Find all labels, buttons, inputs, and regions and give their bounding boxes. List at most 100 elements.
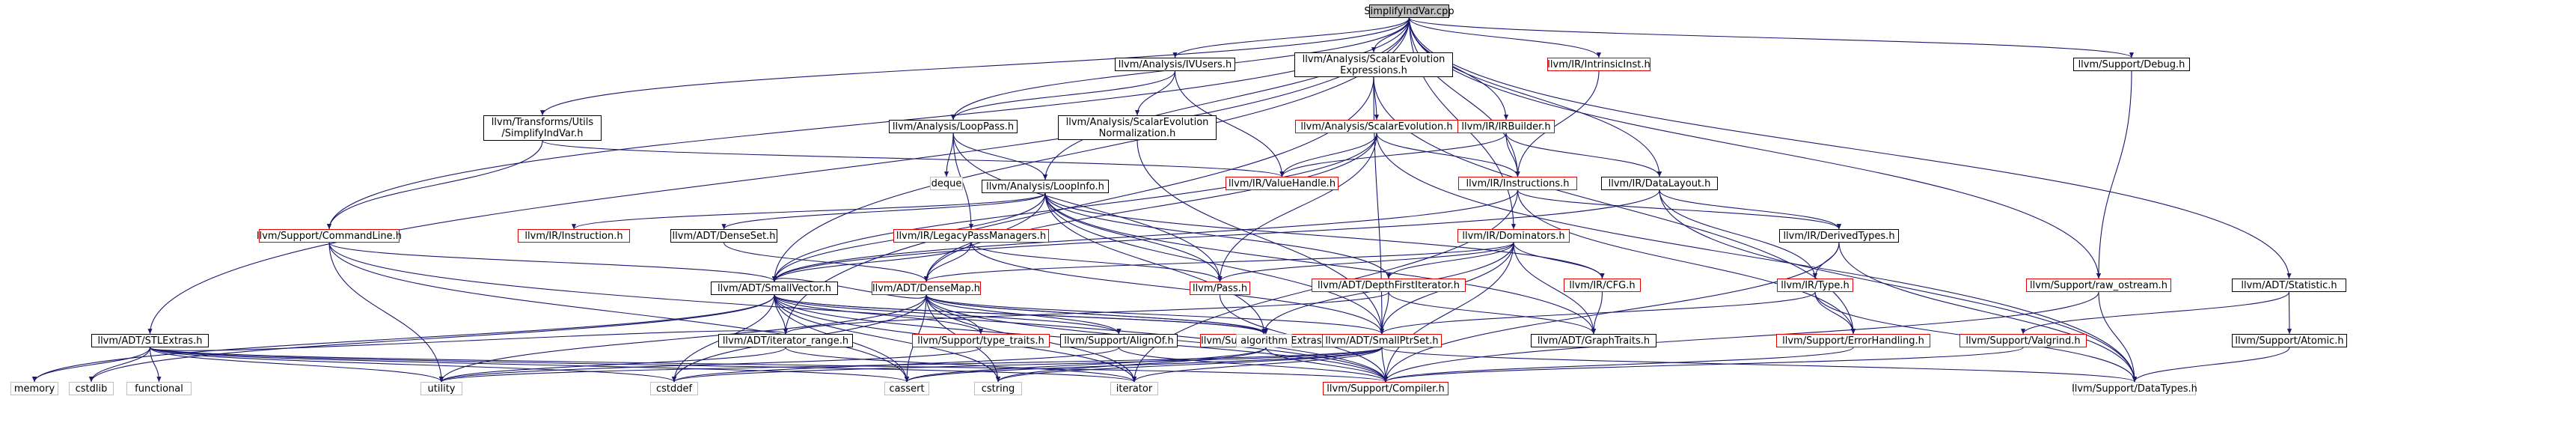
edge-iteratorrange-to-utility	[439, 347, 786, 383]
edge-ivusers-to-looppass	[950, 70, 1176, 121]
edge-loopinfo-to-graphtraits	[1044, 192, 1597, 335]
edge-smallptrset-to-utility	[439, 347, 1383, 383]
node-atomic[interactable]: llvm/Support/Atomic.h	[2232, 334, 2347, 347]
node-datatypes[interactable]: llvm/Support/DataTypes.h	[2072, 382, 2197, 395]
edge-stlextras-to-utility	[149, 347, 444, 383]
edge-loopinfo-to-pass	[1044, 192, 1223, 282]
edge-irbuilder-to-instructions	[1505, 133, 1520, 177]
edge-loopinfo-to-smallptrset	[1044, 192, 1385, 335]
edge-stlextras-to-memory	[31, 347, 151, 383]
node-errorhandling[interactable]: llvm/Support/ErrorHandling.h	[1776, 334, 1930, 347]
node-smallptrset[interactable]: llvm/ADT/SmallPtrSet.h	[1322, 334, 1442, 347]
node-type[interactable]: llvm/IR/Type.h	[1777, 279, 1853, 292]
node-looppass[interactable]: llvm/Analysis/LoopPass.h	[889, 120, 1018, 133]
edge-typetraits-to-utility	[439, 347, 982, 383]
edge-type-to-smallptrset	[1380, 291, 1816, 335]
node-densemap[interactable]: llvm/ADT/DenseMap.h	[872, 282, 981, 295]
node-ivusers[interactable]: llvm/Analysis/IVUsers.h	[1115, 58, 1235, 71]
edge-datalayout-to-type	[1659, 189, 1818, 279]
node-derivedtypes[interactable]: llvm/IR/DerivedTypes.h	[1779, 229, 1899, 243]
edge-irbuilder-to-datalayout	[1505, 133, 1662, 177]
node-compiler[interactable]: llvm/Support/Compiler.h	[1323, 382, 1448, 395]
edge-simplifyindvarh-to-valuehandle	[542, 140, 1285, 177]
edge-intrinsicinst-to-instructions	[1515, 70, 1600, 177]
node-denseset[interactable]: llvm/ADT/DenseSet.h	[670, 229, 777, 243]
edge-legacypm-to-pass	[970, 242, 1223, 282]
node-scevnorm[interactable]: llvm/Analysis/ScalarEvolution Normalizat…	[1058, 115, 1217, 140]
node-cstring[interactable]: cstring	[974, 382, 1022, 395]
edge-smallptrset-to-cstring	[996, 347, 1383, 383]
edge-densemap-to-alignof	[926, 294, 1122, 335]
node-memory[interactable]: memory	[10, 382, 58, 395]
node-cassert[interactable]: cassert	[884, 382, 929, 395]
node-cstddef[interactable]: cstddef	[650, 382, 698, 395]
edge-root-to-datalayout	[1408, 17, 1662, 177]
node-rawostream[interactable]: llvm/Support/raw_ostream.h	[2026, 279, 2171, 292]
node-scev[interactable]: llvm/Analysis/ScalarEvolution.h	[1295, 120, 1458, 133]
node-datalayout[interactable]: llvm/IR/DataLayout.h	[1601, 177, 1718, 190]
edge-densemap-to-utility	[438, 294, 927, 383]
node-scevexp[interactable]: llvm/Analysis/ScalarEvolution Expression…	[1294, 52, 1453, 77]
node-legacypm[interactable]: llvm/IR/LegacyPassManagers.h	[893, 229, 1049, 243]
edge-densemap-to-typetraits	[926, 294, 984, 335]
node-functional[interactable]: functional	[126, 382, 192, 395]
edge-root-to-intrinsicinst	[1408, 17, 1602, 58]
edge-dfiterator-to-graphtraits	[1388, 291, 1597, 335]
node-iterator[interactable]: iterator	[1110, 382, 1158, 395]
node-typetraits[interactable]: llvm/Support/type_traits.h	[912, 334, 1050, 347]
node-supportdebug[interactable]: llvm/Support/Debug.h	[2073, 58, 2190, 71]
node-valgrind[interactable]: llvm/Support/Valgrind.h	[1959, 334, 2087, 347]
node-commandline[interactable]: llvm/Support/CommandLine.h	[257, 229, 403, 243]
node-loopinfo[interactable]: llvm/Analysis/LoopInfo.h	[982, 180, 1109, 193]
edge-instructions-to-smallvector	[772, 189, 1519, 282]
edge-legacypm-to-smallptrset	[970, 242, 1385, 335]
node-instructions[interactable]: llvm/IR/Instructions.h	[1458, 177, 1577, 190]
node-deque[interactable]: deque	[930, 177, 963, 190]
edge-looppass-to-loopinfo	[952, 133, 1048, 180]
edge-loopinfo-to-denseset	[721, 192, 1046, 230]
node-cfg[interactable]: llvm/IR/CFG.h	[1564, 279, 1641, 292]
node-dominators[interactable]: llvm/IR/Dominators.h	[1457, 229, 1570, 243]
node-graphtraits[interactable]: llvm/ADT/GraphTraits.h	[1531, 334, 1656, 347]
node-pass[interactable]: llvm/Pass.h	[1190, 282, 1250, 295]
edge-commandline-to-utility	[328, 242, 444, 383]
edge-iteratorrange-to-iterator	[785, 347, 1136, 383]
node-alignof[interactable]: llvm/Support/AlignOf.h	[1060, 334, 1178, 347]
edge-scev-to-valuehandle	[1279, 133, 1377, 177]
edge-smallptrset-to-cassert	[905, 347, 1383, 383]
node-smallvector[interactable]: llvm/ADT/SmallVector.h	[711, 282, 838, 295]
node-stlextras[interactable]: llvm/ADT/STLExtras.h	[91, 334, 209, 347]
edge-supportdebug-to-rawostream	[2096, 70, 2132, 279]
edge-dominators-to-pass	[1217, 242, 1514, 282]
node-valuehandle[interactable]: llvm/IR/ValueHandle.h	[1226, 177, 1339, 190]
edge-dfiterator-to-iteratorrange	[783, 291, 1389, 335]
node-dfiterator[interactable]: llvm/ADT/DepthFirstIterator.h	[1312, 279, 1466, 292]
edge-smallvector-to-cstdlib	[89, 294, 775, 383]
edge-simplifyindvarh-to-commandline	[326, 140, 543, 230]
edge-root-to-statistic	[1408, 17, 2292, 279]
node-instruction[interactable]: llvm/IR/Instruction.h	[518, 229, 630, 243]
edge-loopinfo-to-cfg	[1044, 192, 1605, 279]
node-iteratorrange[interactable]: llvm/ADT/iterator_range.h	[718, 334, 853, 347]
node-intrinsicinst[interactable]: llvm/IR/IntrinsicInst.h	[1547, 58, 1650, 71]
edge-stlextras-to-cassert	[149, 347, 909, 383]
edge-legacypm-to-smallvector	[771, 242, 972, 282]
edge-root-to-stlextras	[147, 17, 1410, 335]
edge-smallptrset-to-cstddef	[672, 347, 1383, 383]
edge-stlextras-to-iteratorrange	[149, 328, 788, 351]
edge-mathextras-to-compiler	[1265, 347, 1389, 383]
node-irbuilder[interactable]: llvm/IR/IRBuilder.h	[1457, 120, 1555, 133]
edge-rawostream-to-datatypes	[2098, 291, 2138, 383]
edge-loopinfo-to-algorithm	[1044, 192, 1267, 335]
edge-root-to-supportdebug	[1408, 17, 2134, 58]
edge-dominators-to-compiler	[1383, 242, 1514, 383]
edge-commandline-to-smallvector	[328, 242, 777, 282]
edge-looppass-to-pass	[952, 133, 1223, 282]
node-cstdlib[interactable]: cstdlib	[69, 382, 114, 395]
node-utility[interactable]: utility	[420, 382, 462, 395]
edge-mathextras-to-cassert	[905, 347, 1267, 383]
node-statistic[interactable]: llvm/ADT/Statistic.h	[2232, 279, 2346, 292]
node-algorithm[interactable]: algorithm	[1236, 334, 1292, 347]
edge-datalayout-to-smallvector	[772, 189, 1660, 282]
node-simplifyindvarh[interactable]: llvm/Transforms/Utils /SimplifyIndVar.h	[483, 115, 602, 141]
